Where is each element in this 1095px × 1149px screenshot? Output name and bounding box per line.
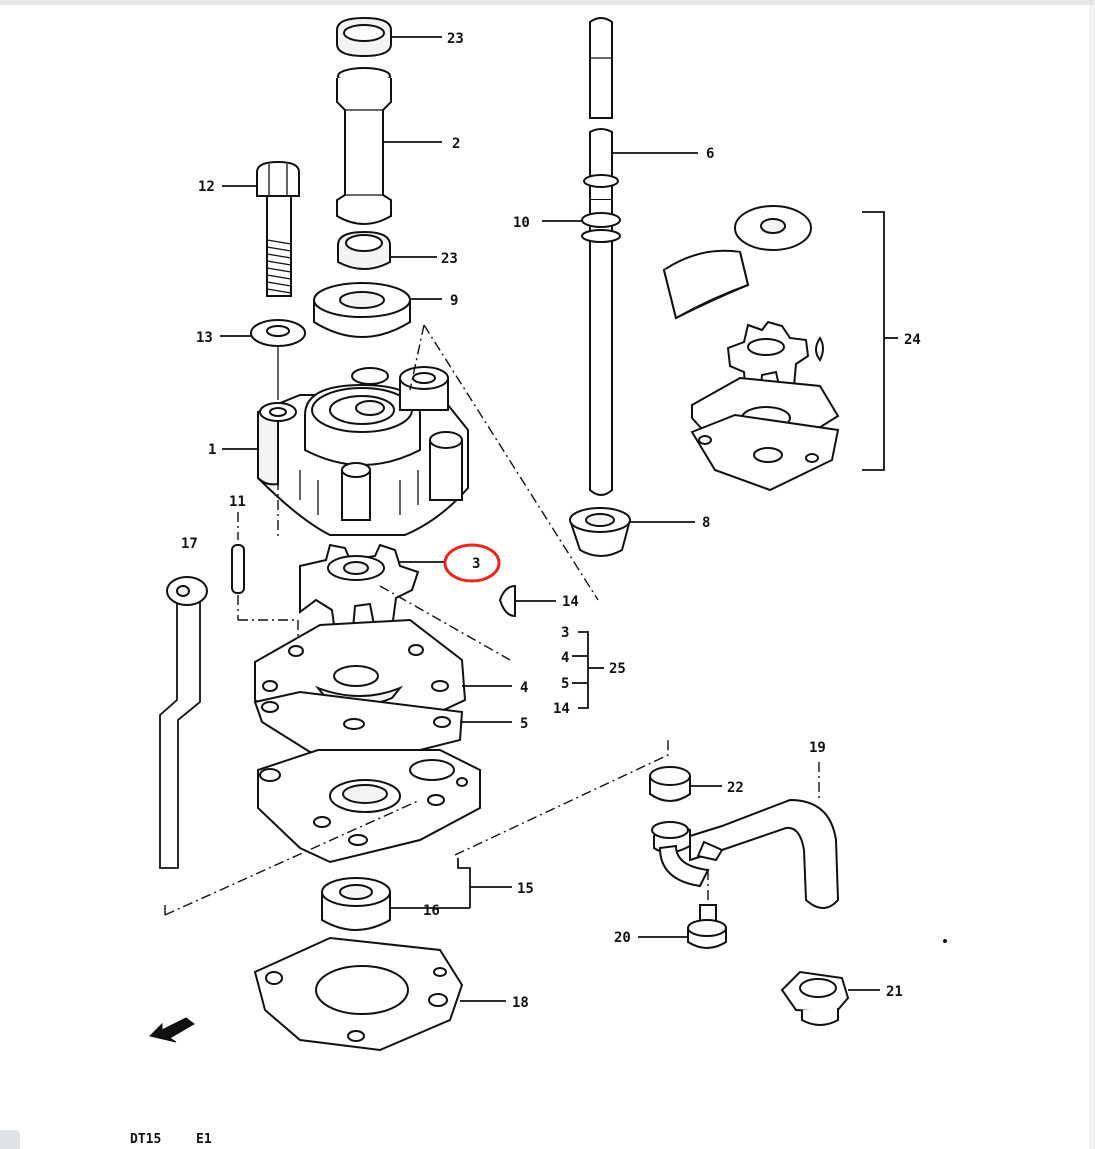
part-16-oil-seal <box>321 877 470 931</box>
part-19-elbow-pipe <box>651 762 840 909</box>
part-9-seal-ring <box>313 282 442 338</box>
label-21: 21 <box>886 984 903 1000</box>
part-8-bushing <box>569 507 695 557</box>
label-4: 4 <box>520 680 528 696</box>
label-19: 19 <box>809 740 826 756</box>
label-24: 24 <box>904 332 921 348</box>
part-23-top-bushing <box>336 16 442 58</box>
part-1-pump-housing <box>222 366 469 536</box>
right-scroll-edge <box>1089 5 1095 1149</box>
label-10: 10 <box>513 215 530 231</box>
group-label-4: 4 <box>561 650 569 666</box>
footer-model: DT15 <box>130 1132 161 1147</box>
label-23-lower: 23 <box>441 251 458 267</box>
part-13-washer <box>220 319 306 400</box>
label-12: 12 <box>198 179 215 195</box>
label-14: 14 <box>562 594 579 610</box>
part-11-pin <box>231 512 299 640</box>
part-2-tube <box>336 67 442 225</box>
label-22: 22 <box>727 780 744 796</box>
label-23-top: 23 <box>447 31 464 47</box>
footer-code: E1 <box>196 1132 212 1147</box>
part-24-repair-kit <box>662 205 898 492</box>
label-13: 13 <box>196 330 213 346</box>
forward-arrow-icon <box>149 1017 195 1043</box>
group-label-3: 3 <box>561 625 569 641</box>
part-10-o-ring <box>542 200 621 496</box>
part-18-gasket <box>253 936 506 1052</box>
group-label-14: 14 <box>553 701 570 717</box>
label-11: 11 <box>229 494 246 510</box>
label-1: 1 <box>208 442 216 458</box>
label-18: 18 <box>512 995 529 1011</box>
label-16: 16 <box>423 903 440 919</box>
part-6-shaft <box>583 17 698 201</box>
label-9: 9 <box>450 293 458 309</box>
label-5: 5 <box>520 716 528 732</box>
part-21-plug <box>780 970 880 1026</box>
part-20-screw <box>638 904 727 949</box>
label-25: 25 <box>609 661 626 677</box>
group-bracket-25 <box>572 631 604 709</box>
label-6: 6 <box>706 146 714 162</box>
label-17: 17 <box>181 536 198 552</box>
alignment-lines <box>164 324 669 916</box>
highlight-circle <box>443 543 501 583</box>
label-2: 2 <box>452 136 460 152</box>
page-tab[interactable] <box>0 1130 20 1149</box>
label-15: 15 <box>517 881 534 897</box>
part-15-lower-housing <box>257 749 512 908</box>
part-17-water-tube <box>159 576 208 869</box>
part-14-key <box>498 584 556 618</box>
top-border <box>0 0 1095 5</box>
part-23-lower-bushing <box>337 230 437 270</box>
label-8: 8 <box>702 515 710 531</box>
group-label-5: 5 <box>561 676 569 692</box>
label-3: 3 <box>472 556 480 572</box>
label-20: 20 <box>614 930 631 946</box>
part-22-grommet <box>649 766 722 802</box>
part-12-bolt <box>222 160 300 297</box>
stray-dot <box>943 939 947 943</box>
part-3-impeller <box>299 543 445 641</box>
